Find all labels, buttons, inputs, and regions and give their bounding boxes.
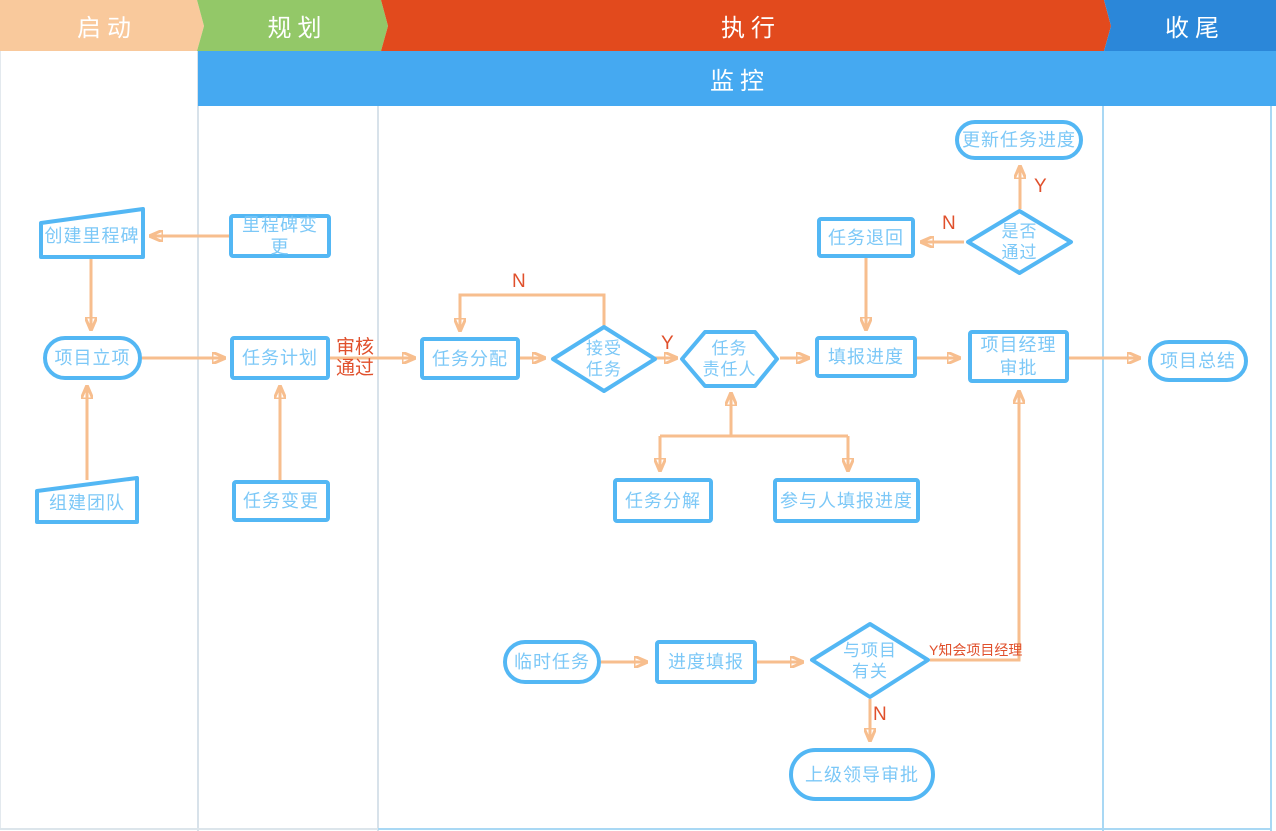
node-create-milestone: 创建里程碑 [39,207,145,259]
edge-label-n-related: N [873,704,887,725]
monitor-bar: 监控 [198,51,1276,106]
canvas-left-border [0,51,1,830]
phase-banner-close-label: 收尾 [1165,15,1225,42]
node-pass-decision: 是否 通过 [964,207,1075,277]
canvas-right-border [1270,106,1272,831]
edge-project-related-y-to-pm-approve [930,392,1019,662]
lane-divider-plan-exec [377,106,379,831]
node-task-change: 任务变更 [232,480,330,522]
edge-label-review-pass: 审核 通过 [335,337,374,379]
node-task-decompose: 任务分解 [613,478,713,523]
node-task-change-label: 任务变更 [243,491,319,511]
task-owner-hexagon-shape [680,330,779,388]
node-pm-approve-label: 项目经理 审批 [980,334,1057,378]
node-project-related-label: 与项目 有关 [843,640,897,681]
node-project-related: 与项目 有关 [808,620,932,701]
phase-banner-exec: 执行 [381,0,1111,51]
phase-banner-plan: 规划 [197,0,388,51]
team-building-card-shape [35,476,139,524]
node-project-summary-label: 项目总结 [1160,351,1236,371]
node-temp-task-label: 临时任务 [514,652,590,672]
node-task-owner: 任务 责任人 [679,329,780,389]
node-task-assign-label: 任务分配 [432,348,508,369]
node-update-progress-label: 更新任务进度 [962,130,1076,150]
node-update-progress: 更新任务进度 [955,120,1083,160]
node-pass-decision-label: 是否 通过 [1001,222,1038,262]
canvas-bottom-border-right [378,828,1272,830]
node-superior-approve-label: 上级领导审批 [805,764,919,785]
node-task-decompose-label: 任务分解 [625,490,701,511]
canvas-bottom-border-left [0,828,378,830]
node-task-plan-label: 任务计划 [242,348,318,368]
node-superior-approve: 上级领导审批 [789,748,935,801]
node-milestone-change: 里程碑变更 [229,214,331,258]
node-team-building-label: 组建团队 [49,493,125,513]
node-progress-fill-label: 进度填报 [668,652,744,672]
edge-label-y-pass: Y [1034,176,1047,197]
node-task-owner-label: 任务 责任人 [702,339,757,379]
phase-banner-start: 启动 [0,0,204,51]
node-participant-progress-label: 参与人填报进度 [780,490,913,511]
phase-banner-plan-label: 规划 [267,15,328,42]
edge-label-y-accept: Y [661,333,674,354]
node-task-return: 任务退回 [817,217,915,258]
edge-label-n-pass: N [942,213,956,234]
node-participant-progress: 参与人填报进度 [773,478,920,523]
monitor-bar-label: 监控 [710,68,770,95]
node-accept-task-label: 接受 任务 [586,339,622,379]
node-project-initiation: 项目立项 [43,336,142,380]
node-project-summary: 项目总结 [1148,340,1248,382]
phase-banner-start-label: 启动 [77,15,137,42]
lane-divider-exec-close [1102,106,1104,831]
node-team-building: 组建团队 [35,476,139,524]
node-task-plan: 任务计划 [230,336,330,380]
pass-decision-diamond-shape [966,209,1073,275]
node-accept-task: 接受 任务 [549,323,659,395]
create-milestone-card-shape [39,207,145,259]
edge-label-n-loop: N [512,271,526,292]
lane-divider-start-plan [197,51,199,831]
accept-task-diamond-shape [551,325,657,393]
edge-accept-task-n-loop [460,293,606,330]
node-milestone-change-label: 里程碑变更 [242,215,318,257]
node-task-return-label: 任务退回 [828,227,904,248]
node-fill-progress-label: 填报进度 [828,347,904,367]
node-task-assign: 任务分配 [420,337,520,380]
node-temp-task: 临时任务 [503,640,601,684]
phase-banner-exec-label: 执行 [721,15,781,42]
node-project-initiation-label: 项目立项 [54,348,131,368]
node-pm-approve: 项目经理 审批 [968,330,1069,383]
node-fill-progress: 填报进度 [815,336,917,378]
phase-banner-close: 收尾 [1104,0,1276,51]
node-progress-fill: 进度填报 [655,640,757,684]
project-related-diamond-shape [810,622,930,699]
node-create-milestone-label: 创建里程碑 [44,226,140,246]
edge-label-y-inform: Y知会项目经理 [929,642,1023,658]
